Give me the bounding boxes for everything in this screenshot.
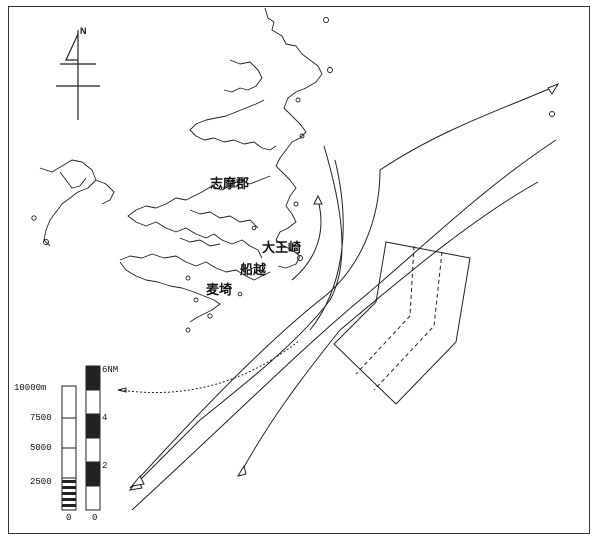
ship-tracks [129, 85, 557, 511]
scale-m-unit-label: 10000m [14, 383, 47, 393]
place-label-mugisaki: 麦埼 [206, 283, 233, 298]
scale-bar-meters [61, 385, 77, 511]
scale-m-tick-0: 0 [66, 513, 72, 523]
scale-nm-tick-4: 4 [102, 413, 108, 423]
scale-bar-nm [85, 365, 101, 511]
arrow-ne [547, 82, 560, 95]
scale-m-tick-2500: 2500 [30, 477, 52, 487]
coastline [39, 7, 323, 323]
place-label-shima-gun: 志摩郡 [210, 177, 250, 192]
track-2 [131, 139, 557, 511]
place-label-funakoshi: 船越 [240, 263, 267, 278]
arrow-sw-3 [130, 475, 145, 487]
place-label-daiozaki: 大王崎 [262, 241, 302, 256]
scale-m-tick-7500: 7500 [30, 413, 52, 423]
arrow-n [313, 194, 323, 205]
track-3 [239, 181, 539, 475]
track-6 [309, 159, 344, 331]
track-5 [291, 199, 322, 281]
scale-nm-tick-2: 2 [102, 461, 108, 471]
dotted-track [119, 339, 301, 393]
map-frame [8, 6, 590, 534]
compass [56, 30, 100, 120]
survey-area [333, 241, 471, 405]
scale-nm-tick-0: 0 [92, 513, 98, 523]
islets [31, 17, 555, 333]
track-4 [137, 145, 343, 483]
compass-north-label: N [80, 26, 87, 36]
scale-m-tick-5000: 5000 [30, 443, 52, 453]
track-1 [129, 85, 557, 489]
scale-nm-unit-label: 6NM [102, 365, 119, 375]
arrow-sw-2 [236, 464, 247, 477]
